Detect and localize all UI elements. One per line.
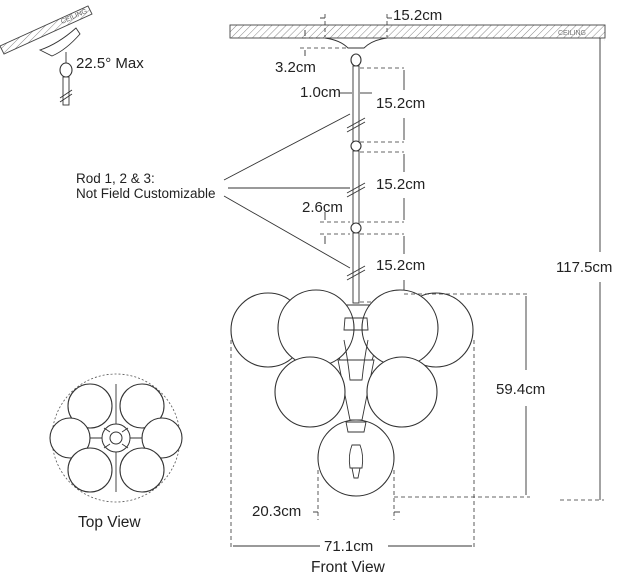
top-hub-center bbox=[109, 431, 123, 445]
rod-length-dimensions: 15.2cm 15.2cm 15.2cm bbox=[360, 67, 425, 303]
top-globe bbox=[67, 383, 113, 429]
rods-note: Rod 1, 2 & 3: Not Field Customizable bbox=[76, 113, 351, 269]
overall-width-dimension: 71.1cm bbox=[230, 340, 475, 555]
rods-note-line2: Not Field Customizable bbox=[76, 186, 216, 201]
rod-diameter-label: 1.0cm bbox=[300, 84, 341, 101]
rod-3 bbox=[352, 232, 360, 304]
canopy: 15.2cm 3.2cm bbox=[275, 7, 442, 76]
bottom-globe-width-dimension: 20.3cm bbox=[252, 470, 400, 520]
globe bbox=[366, 356, 438, 428]
connector-dimension: 2.6cm bbox=[302, 199, 350, 244]
top-view-caption: Top View bbox=[78, 514, 141, 531]
canopy-height-label: 3.2cm bbox=[275, 59, 316, 76]
front-view-caption: Front View bbox=[311, 559, 386, 576]
bottom-globe-width-label: 20.3cm bbox=[252, 503, 301, 520]
bottom-globe bbox=[317, 419, 395, 497]
top-globe bbox=[49, 417, 91, 459]
overall-height-dimension: 117.5cm bbox=[556, 38, 612, 501]
slope-canopy bbox=[38, 27, 81, 57]
stem bbox=[346, 53, 366, 304]
top-view bbox=[49, 373, 183, 503]
connector-2 bbox=[350, 222, 362, 234]
globe bbox=[361, 289, 439, 367]
globe bbox=[277, 289, 355, 367]
rod-1 bbox=[352, 65, 360, 143]
top-swivel-ball bbox=[350, 53, 362, 67]
slope-swivel-ball bbox=[59, 62, 73, 78]
overall-height-label: 117.5cm bbox=[556, 259, 612, 276]
fixture-height-label: 59.4cm bbox=[496, 381, 545, 398]
sloped-ceiling-detail: CEILING 22.5° Max bbox=[0, 5, 144, 106]
sloped-ceiling-plate bbox=[0, 5, 93, 55]
rod-diameter-dimension: 1.0cm bbox=[300, 84, 372, 101]
fixture-height-dimension: 59.4cm bbox=[394, 293, 545, 498]
top-globe bbox=[119, 447, 165, 493]
rod-2-length-label: 15.2cm bbox=[376, 176, 425, 193]
ceiling: CEILING bbox=[229, 24, 606, 39]
ceiling-plate bbox=[229, 24, 606, 39]
top-globe bbox=[119, 383, 165, 429]
connector-label: 2.6cm bbox=[302, 199, 343, 216]
overall-width-label: 71.1cm bbox=[324, 538, 373, 555]
ceiling-text: CEILING bbox=[558, 30, 586, 37]
globe bbox=[274, 356, 346, 428]
canopy-width-label: 15.2cm bbox=[393, 7, 442, 24]
slope-angle-label: 22.5° Max bbox=[76, 55, 144, 72]
rods-note-line1: Rod 1, 2 & 3: bbox=[76, 171, 155, 186]
front-view-fixture bbox=[230, 289, 474, 497]
rod-1-length-label: 15.2cm bbox=[376, 95, 425, 112]
rod-3-length-label: 15.2cm bbox=[376, 257, 425, 274]
top-globe bbox=[67, 447, 113, 493]
connector-1 bbox=[350, 140, 362, 152]
top-globe bbox=[141, 417, 183, 459]
